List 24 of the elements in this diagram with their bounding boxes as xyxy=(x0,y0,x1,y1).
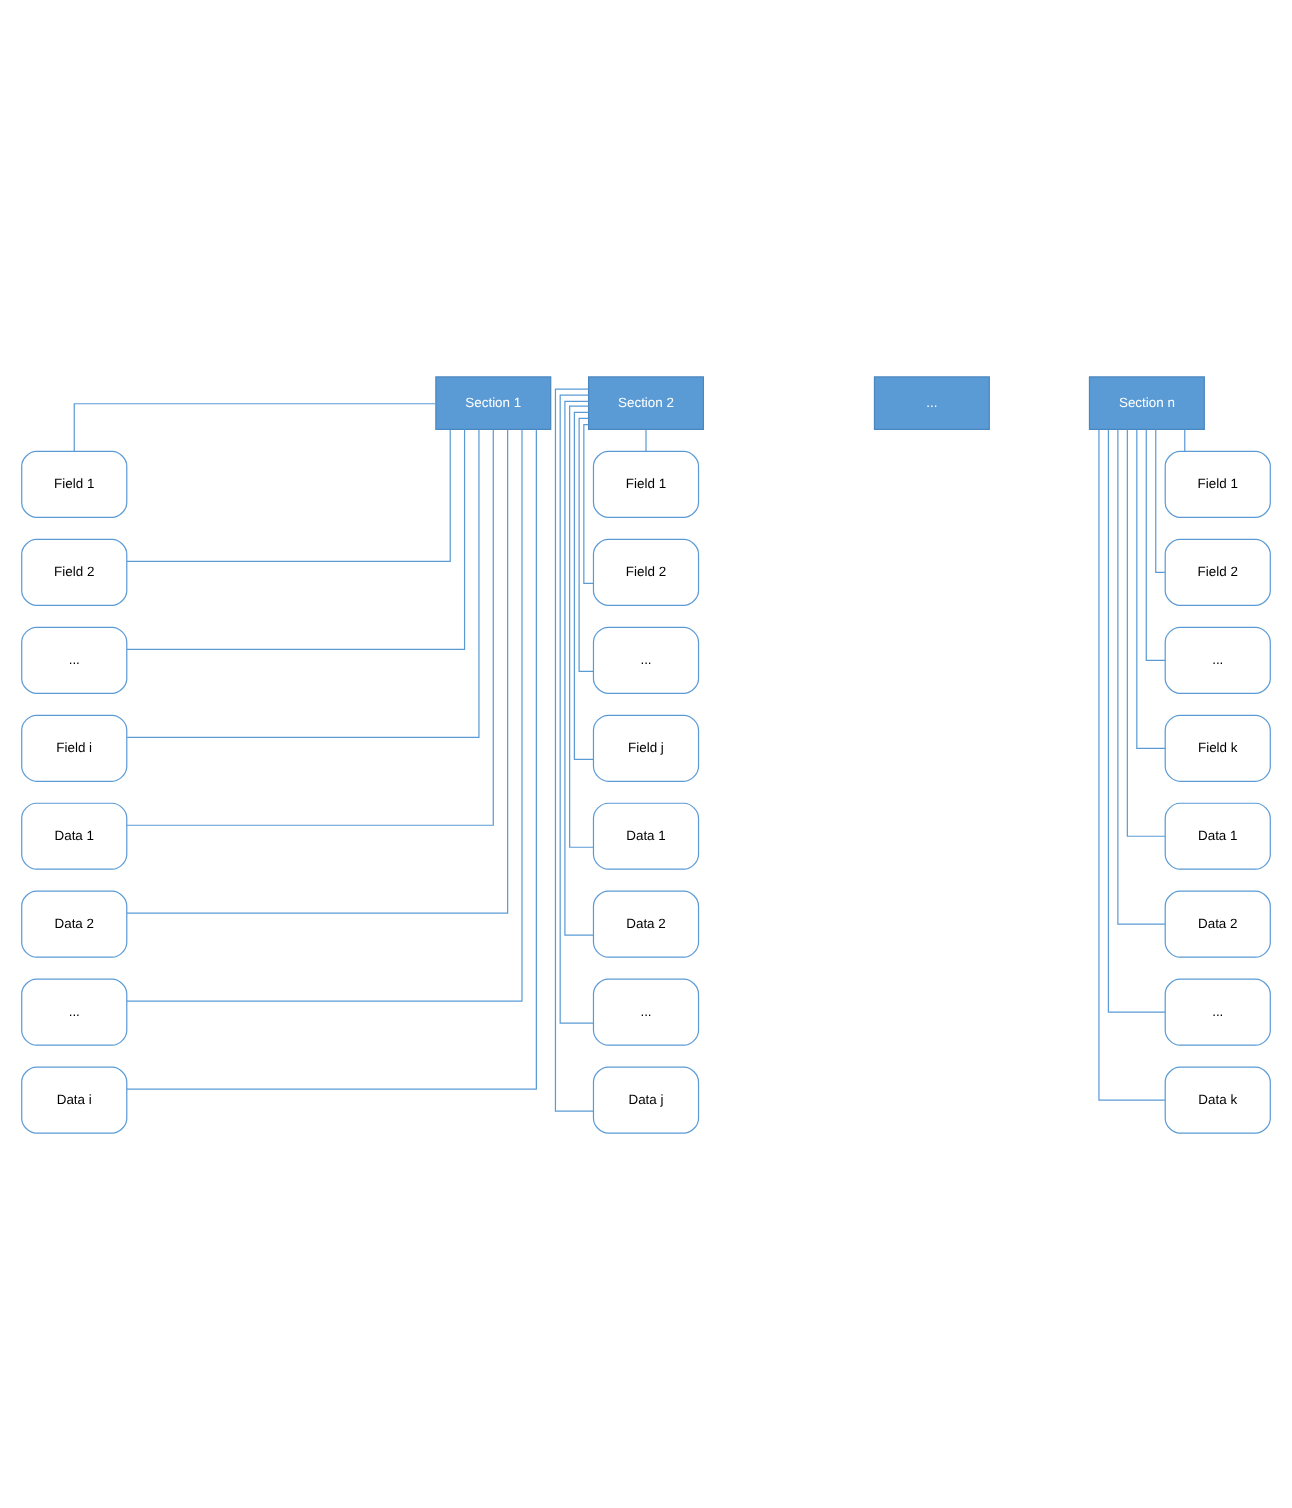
connector xyxy=(1107,428,1166,1012)
connector xyxy=(1117,428,1166,924)
connector xyxy=(583,422,594,583)
connector xyxy=(126,427,509,913)
connector xyxy=(126,427,466,649)
connector xyxy=(559,393,594,1023)
connector xyxy=(126,427,494,825)
connector xyxy=(1184,428,1186,451)
connector xyxy=(126,428,451,561)
connector xyxy=(564,399,594,935)
connector xyxy=(573,410,594,759)
connector xyxy=(1136,428,1166,748)
connector xyxy=(554,387,594,1111)
connector xyxy=(73,402,437,451)
connector xyxy=(645,428,647,451)
connector xyxy=(569,404,594,847)
connector xyxy=(1126,427,1166,836)
connector xyxy=(126,428,523,1001)
connector xyxy=(1155,427,1166,572)
connector xyxy=(1145,428,1166,660)
connector xyxy=(1098,428,1166,1100)
connector xyxy=(578,416,594,671)
connector xyxy=(126,428,480,737)
connector xyxy=(126,428,537,1089)
